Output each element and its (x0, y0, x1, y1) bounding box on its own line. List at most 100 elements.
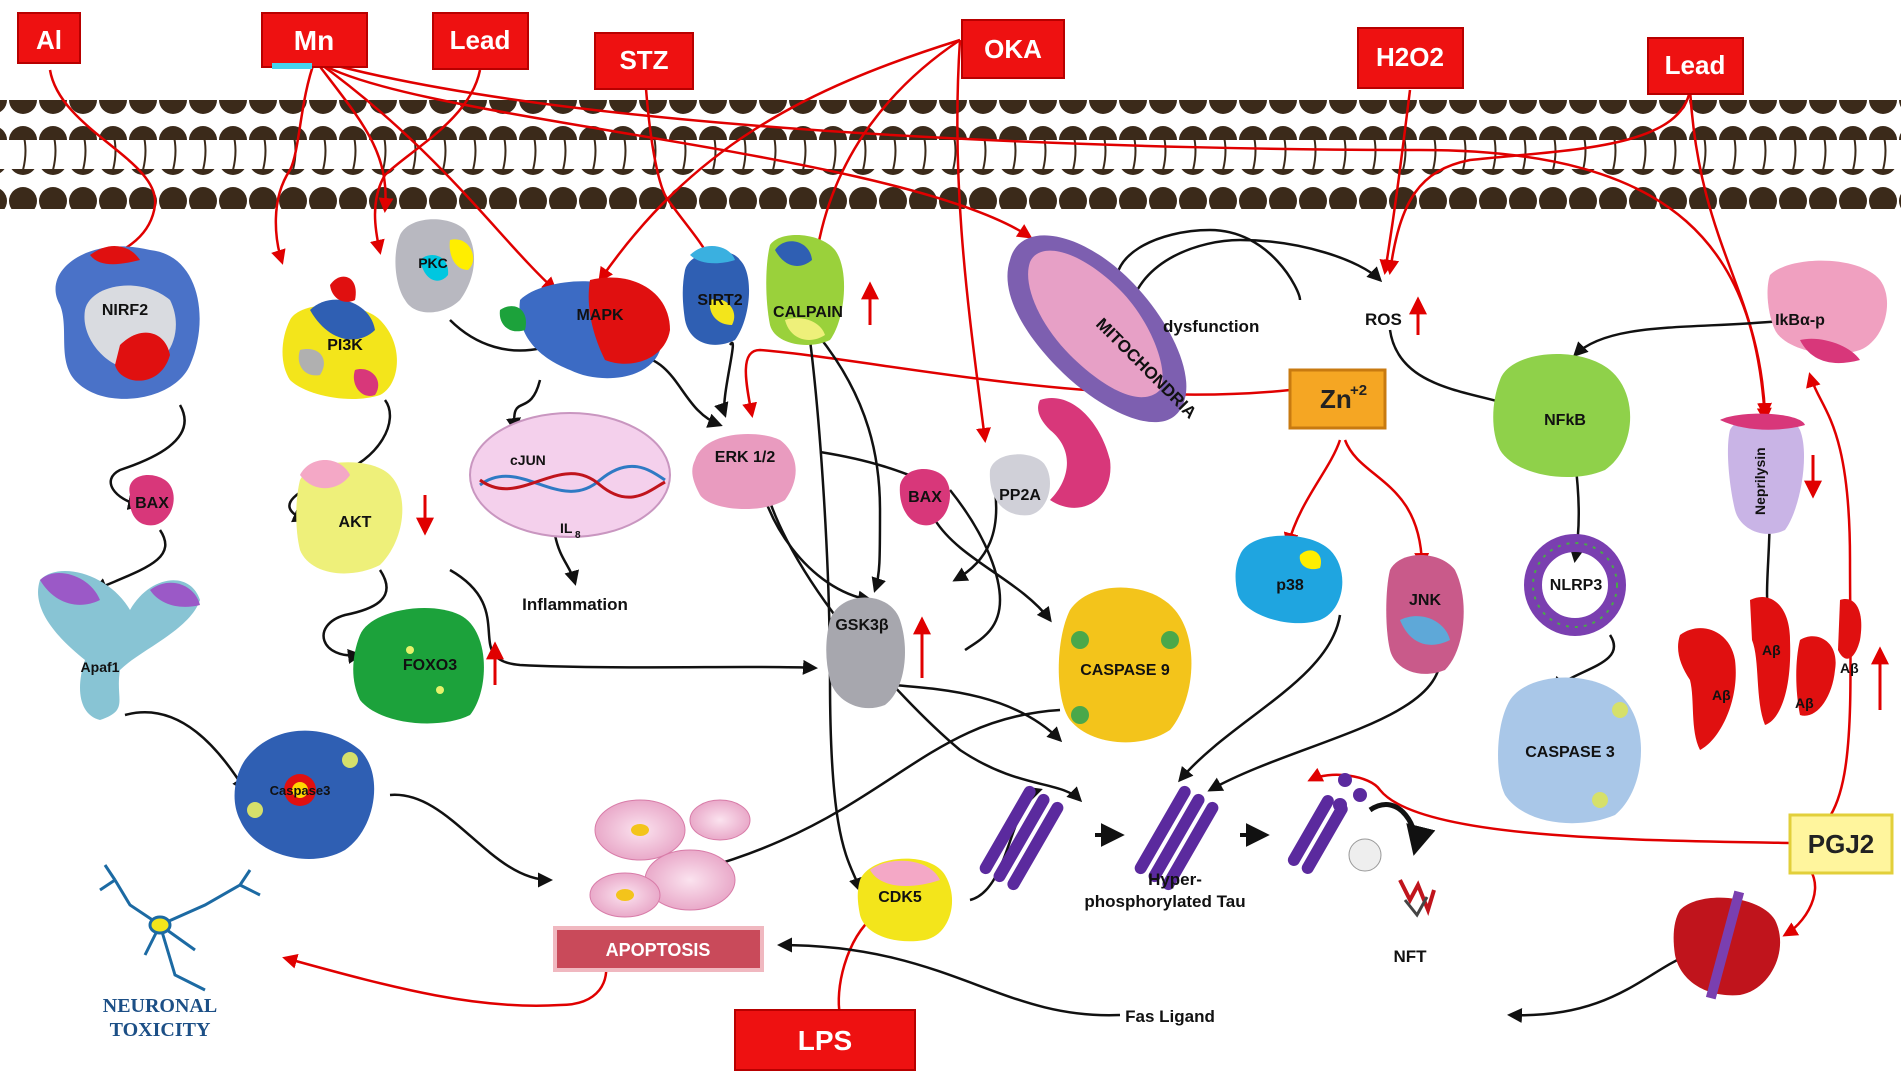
caspase9-label: CASPASE 9 (1080, 662, 1170, 679)
gsk3b-protein (826, 597, 905, 709)
toxicant-stz: STZ (594, 32, 694, 90)
il-label: IL (560, 520, 573, 536)
hyper-line2: phosphorylated Tau (1084, 892, 1245, 911)
p38-protein (1235, 535, 1343, 624)
caspase3-right-label: CASPASE 3 (1525, 744, 1615, 761)
zn-box: Zn +2 (1288, 368, 1387, 430)
apoptosis-banner: APOPTOSIS (553, 926, 764, 972)
oka-label: OKA (984, 34, 1042, 64)
neprilysin-protein (1720, 413, 1805, 534)
erk-label: ERK 1/2 (715, 449, 776, 466)
akt-label: AKT (339, 514, 372, 531)
nirf2-protein (55, 245, 200, 399)
abeta-label-1: Aβ (1712, 687, 1731, 703)
caspase3-left-protein (234, 730, 375, 859)
ikba-protein (1767, 260, 1888, 364)
toxicant-oka: OKA (961, 19, 1065, 79)
pi3k-label: PI3K (327, 337, 363, 354)
abeta-label-4: Aβ (1840, 660, 1859, 676)
dysfunction-label: dysfunction (1163, 317, 1259, 336)
bax-mid-protein (899, 468, 950, 526)
caspase3-right-protein (1498, 677, 1642, 824)
gsk3b-label: GSK3β (835, 617, 889, 634)
erk-protein (692, 434, 796, 510)
zn-label: Zn (1320, 384, 1352, 414)
cjun-label: cJUN (510, 452, 546, 468)
jnk-label: JNK (1409, 592, 1441, 609)
stz-label: STZ (619, 45, 668, 75)
lps-label: LPS (798, 1025, 852, 1056)
ikba-label: IkBα-p (1775, 312, 1825, 329)
bax-left-label: BAX (135, 495, 169, 512)
nirf2-label: NIRF2 (102, 302, 148, 319)
sirt2-label: SIRT2 (697, 292, 742, 309)
nucleus-dna (469, 412, 671, 538)
tau-filaments (979, 773, 1367, 891)
p38-label: p38 (1276, 577, 1304, 594)
abeta-label-3: Aβ (1795, 695, 1814, 711)
lead-left-label: Lead (450, 25, 511, 55)
toxicant-mn: Mn (261, 12, 368, 69)
nft-tangles (1348, 838, 1436, 918)
pp2a-label: PP2A (999, 487, 1041, 504)
neuronal-line2: TOXICITY (110, 1019, 211, 1041)
apaf1-label: Apaf1 (81, 659, 120, 675)
nft-label: NFT (1393, 947, 1427, 966)
toxicant-arrows (48, 38, 1852, 1016)
apoptosis-label: APOPTOSIS (606, 940, 711, 960)
mitochondria-organelle (1007, 235, 1187, 423)
toxicant-h2o2: H2O2 (1357, 27, 1464, 89)
cdk5-protein (857, 858, 953, 942)
foxo3-protein (353, 607, 484, 724)
toxicant-lps: LPS (734, 1009, 916, 1071)
jnk-protein (1386, 555, 1464, 674)
mapk-protein (499, 277, 670, 379)
cell-membrane (0, 100, 1901, 210)
h2o2-label: H2O2 (1376, 42, 1444, 72)
pgj2-box: PGJ2 (1788, 813, 1894, 875)
zn-charge: +2 (1350, 382, 1367, 399)
calpain-label: CALPAIN (773, 304, 843, 321)
neprilysin-label: Neprilysin (1752, 447, 1768, 515)
il-subscript: 8 (575, 530, 581, 541)
abeta-label-2: Aβ (1762, 642, 1781, 658)
nlrp3-label: NLRP3 (1550, 577, 1603, 594)
mn-label: Mn (294, 25, 334, 56)
toxicant-lead-right: Lead (1647, 37, 1744, 95)
mapk-label: MAPK (576, 307, 624, 324)
pgj2-label: PGJ2 (1808, 829, 1875, 859)
bax-mid-label: BAX (908, 489, 942, 506)
neuron-icon (99, 864, 261, 992)
foxo3-label: FOXO3 (403, 657, 457, 674)
toxicant-lead-left: Lead (432, 12, 529, 70)
al-label: Al (36, 25, 62, 55)
calpain-protein (766, 234, 845, 345)
toxicant-al: Al (17, 12, 81, 64)
pkc-protein (395, 219, 475, 313)
neuronal-line1: NEURONAL (103, 995, 217, 1017)
apaf1-protein (38, 571, 200, 720)
nfkb-protein (1493, 353, 1631, 478)
akt-protein (296, 460, 403, 574)
cdk5-label: CDK5 (878, 889, 922, 906)
apoptotic-cells (589, 799, 751, 918)
inflammation-label: Inflammation (522, 595, 628, 614)
pp2a-protein (989, 398, 1111, 516)
abeta-aggregate (1678, 596, 1862, 750)
ros-label: ROS (1365, 310, 1402, 329)
hyper-line1: Hyper- (1148, 870, 1202, 889)
pi3k-protein (282, 276, 397, 400)
caspase3-left-label: Caspase3 (270, 783, 331, 798)
nlrp3-protein (1524, 534, 1626, 636)
bax-left-protein (129, 475, 174, 526)
lead-right-label: Lead (1665, 50, 1726, 80)
trend-arrows (416, 281, 1889, 710)
caspase9-protein (1058, 587, 1192, 743)
p53-protein (1673, 890, 1781, 1000)
nfkb-label: NFkB (1544, 412, 1586, 429)
sirt2-protein (682, 245, 750, 345)
fas-ligand-label: Fas Ligand (1125, 1007, 1215, 1026)
pkc-label: PKC (418, 255, 448, 271)
